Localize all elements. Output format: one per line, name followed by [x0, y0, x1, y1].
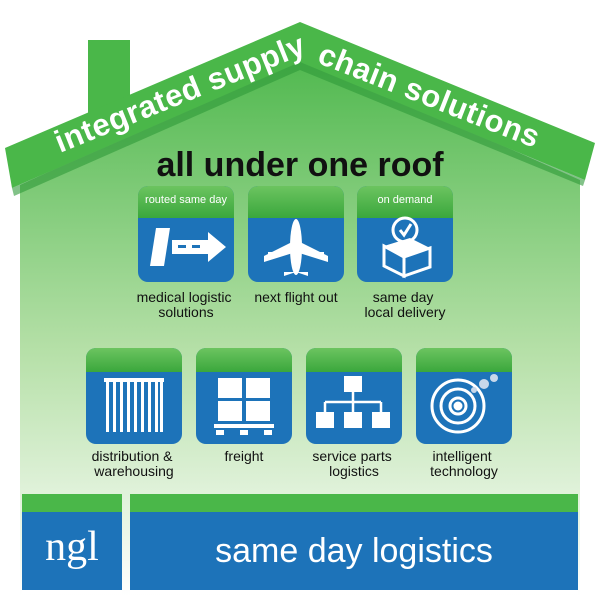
tile-tag: on demand [377, 194, 432, 206]
tile-caption: service parts logistics [312, 448, 395, 479]
tile-service-parts[interactable] [306, 348, 402, 444]
tile-caption: intelligent technology [430, 448, 498, 479]
network-boxes-icon [316, 376, 390, 428]
tile-next-flight-out[interactable] [248, 186, 344, 282]
headline: all under one roof [156, 146, 444, 184]
tile-tag: routed same day [145, 194, 227, 206]
tile-caption: medical logistic solutions [137, 289, 236, 320]
logo: ngl [45, 524, 99, 570]
tile-caption: distribution & warehousing [92, 448, 177, 479]
tile-same-day-local[interactable]: on demand [357, 186, 453, 282]
tile-caption: next flight out [254, 289, 337, 305]
tile-freight[interactable] [196, 348, 292, 444]
airplane-icon [264, 219, 328, 276]
clock-package-icon [382, 216, 432, 279]
tile-medical-logistic[interactable]: routed same day [138, 186, 234, 282]
tile-caption: same day local delivery [365, 289, 446, 320]
footer: ngl same day logistics [22, 494, 578, 594]
tile-distribution[interactable] [86, 348, 182, 444]
tile-caption: freight [225, 448, 264, 464]
road-arrow-icon [150, 228, 226, 266]
warehouse-racks-icon [104, 378, 164, 432]
roof-band [5, 22, 595, 188]
tagline: same day logistics [215, 532, 493, 570]
radar-target-icon [430, 374, 498, 434]
tile-intelligent-technology[interactable] [416, 348, 512, 444]
pallet-boxes-icon [214, 378, 274, 435]
